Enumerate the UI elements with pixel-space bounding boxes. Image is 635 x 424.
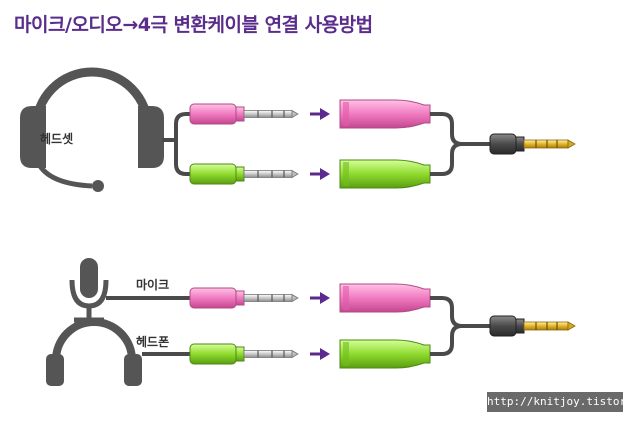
green-audio-jack — [339, 159, 431, 189]
four-pole-plug — [489, 315, 576, 337]
headset-icon — [20, 67, 164, 192]
pink-mic-jack — [339, 283, 431, 313]
headset-cable — [162, 112, 196, 176]
green-audio-jack — [339, 339, 431, 369]
four-pole-plug — [489, 133, 576, 155]
green-audio-plug — [189, 163, 299, 185]
headphone-label: 헤드폰 — [136, 335, 170, 349]
pink-mic-plug — [189, 287, 299, 309]
pink-mic-plug — [189, 103, 299, 125]
arrow-right-icon — [308, 346, 332, 362]
pink-mic-jack — [339, 99, 431, 129]
watermark: http://knitjoy.tistory.com — [487, 392, 635, 412]
mic-label: 마이크 — [136, 278, 170, 292]
microphone-icon — [69, 258, 109, 323]
splitter-cable — [430, 112, 492, 176]
headphone-icon — [46, 318, 142, 386]
splitter-cable — [430, 296, 492, 356]
arrow-right-icon — [308, 106, 332, 122]
arrow-right-icon — [308, 166, 332, 182]
arrow-right-icon — [308, 290, 332, 306]
headset-label: 헤드셋 — [40, 132, 74, 146]
green-audio-plug — [189, 343, 299, 365]
page-title: 마이크/오디오→4극 변환케이블 연결 사용방법 — [14, 14, 373, 36]
